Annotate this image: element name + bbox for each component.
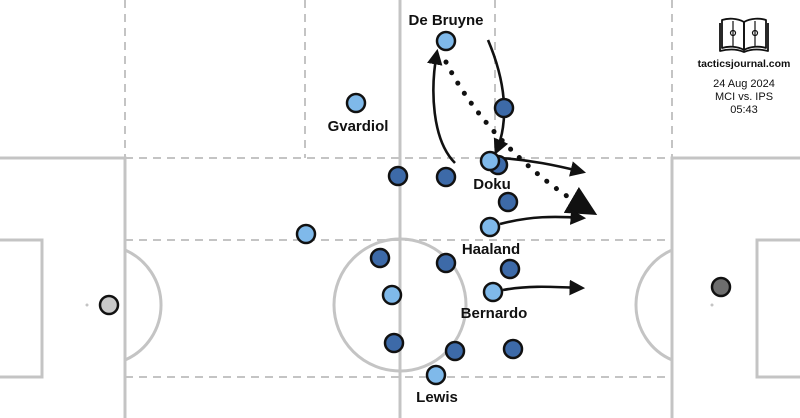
player-marker-doku xyxy=(479,150,501,172)
site-name: tacticsjournal.com xyxy=(697,58,791,70)
opponent-marker xyxy=(383,332,405,354)
run-arrow-doku xyxy=(499,156,587,177)
player-marker-bernardo xyxy=(482,281,504,303)
movement-arrows xyxy=(427,39,598,296)
player-label: Lewis xyxy=(416,389,458,406)
run-arrow-de-bruyne xyxy=(427,48,456,164)
right-penalty-arc xyxy=(634,248,673,362)
match-meta: 24 Aug 2024 MCI vs. IPS 05:43 xyxy=(688,78,800,117)
player-marker-gvardiol xyxy=(345,92,367,114)
opponent-marker xyxy=(493,97,515,119)
teammate-marker xyxy=(381,284,403,306)
run-arrow-bernardo xyxy=(502,279,586,296)
player-label: Gvardiol xyxy=(328,118,389,135)
run-arrow-haaland xyxy=(499,209,587,226)
opponent-marker xyxy=(444,340,466,362)
player-marker-lewis xyxy=(425,364,447,386)
match-teams: MCI vs. IPS xyxy=(714,91,774,103)
opponent-marker xyxy=(435,166,457,188)
player-marker-haaland xyxy=(479,216,501,238)
teammate-marker xyxy=(295,223,317,245)
player-label: Bernardo xyxy=(461,305,528,322)
player-label: De Bruyne xyxy=(408,12,483,29)
run-arrow-opponent xyxy=(486,39,509,155)
open-book-pitch-icon xyxy=(719,17,769,53)
pass-arrow-de-bruyne xyxy=(443,59,598,216)
opponent-marker xyxy=(369,247,391,269)
player-labels: De BruyneGvardiolDokuHaalandBernardoLewi… xyxy=(328,12,528,406)
opponent-marker xyxy=(497,191,519,213)
left-goalkeeper-marker xyxy=(98,294,120,316)
opponent-marker xyxy=(435,252,457,274)
players xyxy=(295,30,524,386)
left-penalty-area xyxy=(0,156,127,418)
match-info-panel: tacticsjournal.com 24 Aug 2024 MCI vs. I… xyxy=(688,14,800,117)
player-marker-de-bruyne xyxy=(435,30,457,52)
match-time: 05:43 xyxy=(730,104,758,116)
left-six-yard-box xyxy=(0,238,44,379)
right-penalty-area xyxy=(670,156,800,418)
match-date: 24 Aug 2024 xyxy=(713,78,775,90)
right-goalkeeper-marker xyxy=(710,276,732,298)
left-penalty-arc xyxy=(124,248,163,362)
player-label: Haaland xyxy=(462,241,520,258)
right-penalty-spot xyxy=(710,303,714,307)
centre-circle xyxy=(332,237,468,373)
opponent-marker xyxy=(387,165,409,187)
left-penalty-spot xyxy=(85,303,89,307)
player-label: Doku xyxy=(473,176,511,193)
opponent-marker xyxy=(499,258,521,280)
right-six-yard-box xyxy=(755,238,800,379)
opponent-marker xyxy=(502,338,524,360)
